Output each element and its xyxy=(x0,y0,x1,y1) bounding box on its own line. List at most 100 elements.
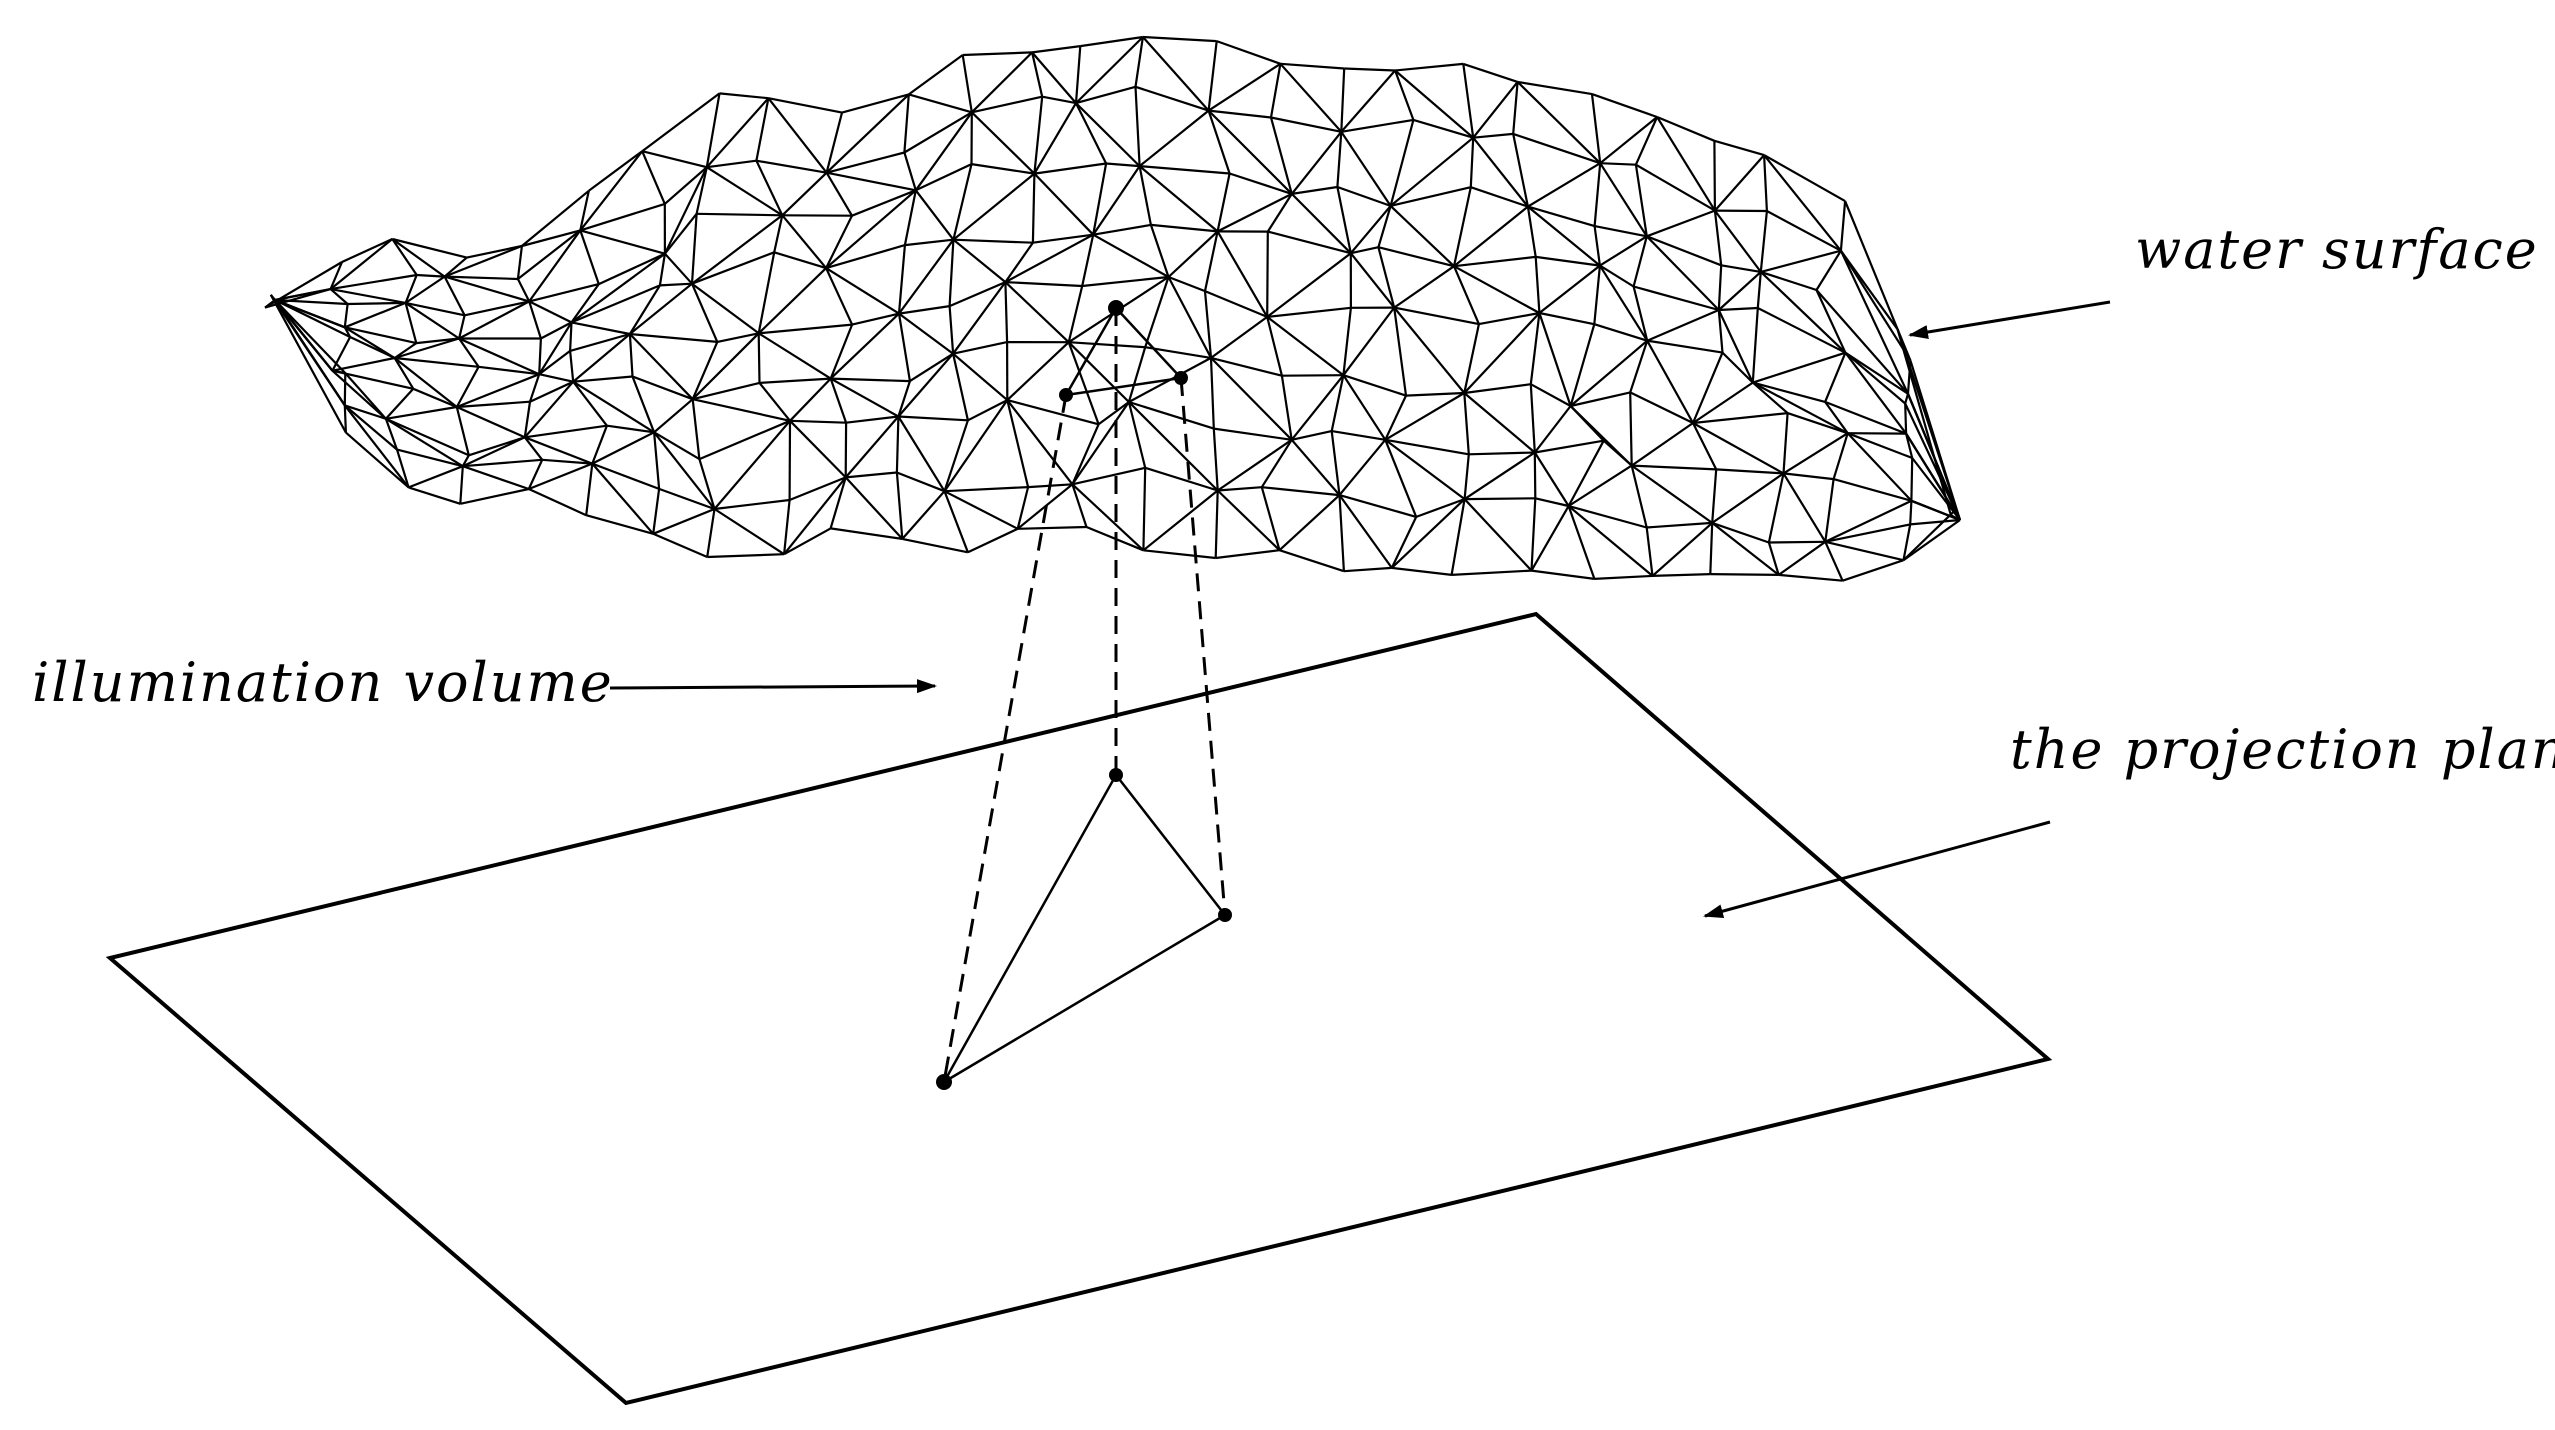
mesh-edge xyxy=(757,267,827,335)
surface-triangle xyxy=(1063,305,1184,397)
mesh-edge xyxy=(538,350,571,376)
mesh-edge xyxy=(1144,276,1170,348)
mesh-edge xyxy=(1527,205,1595,228)
mesh-edge xyxy=(538,338,542,375)
mesh-edge xyxy=(1344,67,1396,72)
mesh-edge xyxy=(653,432,661,489)
mesh-edge xyxy=(1280,375,1293,440)
mesh-edge xyxy=(1106,162,1140,168)
mesh-edge xyxy=(1338,439,1387,496)
mesh-edge xyxy=(1635,163,1716,212)
mesh-edge xyxy=(962,51,1033,57)
mesh-edge xyxy=(1782,413,1789,474)
mesh-edge xyxy=(331,336,352,372)
mesh-edge xyxy=(952,238,1007,283)
mesh-edge xyxy=(1832,432,1849,480)
mesh-edge xyxy=(1470,186,1529,208)
mesh-edge xyxy=(664,213,698,255)
mesh-edge xyxy=(329,288,349,305)
mesh-edge xyxy=(719,92,769,100)
mesh-edge xyxy=(460,487,530,505)
mesh-edge xyxy=(1260,486,1281,551)
mesh-edge xyxy=(1004,281,1070,343)
mesh-edge xyxy=(830,377,899,418)
mesh-edge xyxy=(1534,439,1604,454)
mesh-edge xyxy=(591,431,655,465)
mesh-edge xyxy=(394,342,417,359)
illumination-volume-arrow xyxy=(609,679,937,694)
mesh-edge xyxy=(1902,510,1955,561)
mesh-edge xyxy=(632,375,694,401)
mesh-edge xyxy=(1139,165,1230,175)
mesh-edge xyxy=(1128,401,1219,492)
mesh-edge xyxy=(897,415,946,492)
mesh-edge xyxy=(1630,465,1648,528)
mesh-edge xyxy=(1377,205,1392,248)
mesh-edge xyxy=(825,189,917,269)
mesh-edge xyxy=(691,282,760,335)
mesh-edge xyxy=(908,93,973,114)
mesh-edge xyxy=(826,171,917,192)
mesh-edge xyxy=(1393,306,1466,394)
mesh-edge xyxy=(652,507,715,535)
mesh-edge xyxy=(1527,162,1601,208)
mesh-edge xyxy=(1452,186,1472,267)
mesh-edge xyxy=(943,399,1009,492)
mesh-edge xyxy=(789,420,847,479)
mesh-edge xyxy=(758,382,791,422)
mesh-edge xyxy=(628,284,661,335)
mesh-edge xyxy=(664,166,708,205)
mesh-edge xyxy=(1629,392,1633,466)
mesh-edge xyxy=(458,337,480,368)
mesh-edge xyxy=(1082,275,1169,288)
mesh-edge xyxy=(580,229,666,255)
mesh-edge xyxy=(1072,466,1146,486)
mesh-edge xyxy=(1778,540,1826,576)
mesh-edge xyxy=(1646,308,1720,342)
mesh-edge xyxy=(1279,63,1343,133)
mesh-edge xyxy=(1075,36,1144,104)
mesh-edge xyxy=(606,424,655,434)
mesh-edge xyxy=(1911,457,1961,521)
mesh-edge xyxy=(1213,427,1292,441)
mesh-edge xyxy=(1004,282,1009,343)
mesh-edge xyxy=(542,458,593,465)
mesh-edge xyxy=(967,527,1019,554)
mesh-edge xyxy=(1142,489,1219,552)
mesh-edge xyxy=(516,245,523,280)
mesh-edge xyxy=(572,381,608,427)
mesh-edge xyxy=(1533,451,1570,507)
mesh-edge xyxy=(1393,265,1455,309)
mesh-edge xyxy=(1290,131,1343,195)
mesh-edge xyxy=(1529,384,1536,453)
mesh-edge xyxy=(1767,473,1785,543)
projected-triangle xyxy=(940,772,1227,1086)
mesh-edge xyxy=(1815,250,1842,291)
mesh-edge xyxy=(528,373,541,403)
mesh-edge xyxy=(1533,452,1537,499)
mesh-edge xyxy=(898,312,954,355)
mesh-edge xyxy=(1261,486,1340,497)
mesh-edge xyxy=(1127,346,1147,403)
mesh-edge xyxy=(598,252,666,286)
mesh-edge xyxy=(1207,110,1231,174)
mesh-edge xyxy=(1468,451,1535,456)
mesh-edge xyxy=(1711,522,1780,576)
mesh-edge xyxy=(829,378,848,424)
mesh-edge xyxy=(1530,498,1537,571)
mesh-edge xyxy=(579,190,590,231)
mesh-edge xyxy=(1534,256,1541,314)
mesh-edge xyxy=(466,244,523,259)
mesh-edge xyxy=(756,159,827,174)
plane-vertex-right xyxy=(1218,908,1232,922)
mesh-edge xyxy=(830,377,910,383)
mesh-edge xyxy=(783,476,847,555)
mesh-edge xyxy=(269,294,346,407)
mesh-edge xyxy=(664,252,693,285)
mesh-edge xyxy=(1127,401,1147,469)
mesh-edge xyxy=(1464,497,1536,501)
mesh-edge xyxy=(1209,357,1215,429)
mesh-edge xyxy=(444,244,523,278)
mesh-edge xyxy=(478,365,540,376)
